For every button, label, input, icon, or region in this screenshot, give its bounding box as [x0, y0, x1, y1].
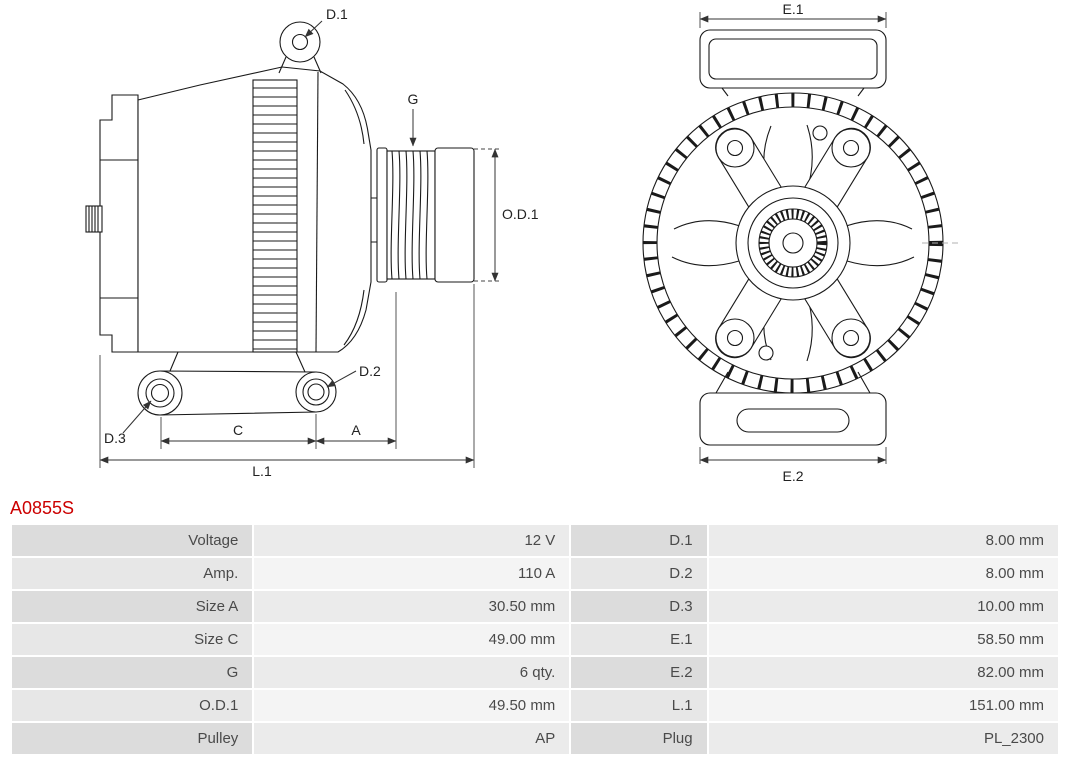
dim-label-d3: D.3 — [104, 430, 126, 446]
spec-value-cell: 151.00 mm — [708, 690, 1058, 721]
dim-label-e1: E.1 — [782, 1, 803, 17]
spec-value-cell: 49.50 mm — [254, 690, 570, 721]
top-bracket — [699, 29, 887, 89]
shaft-hub — [735, 185, 851, 301]
spec-label-cell: O.D.1 — [12, 690, 253, 721]
dim-label-e2: E.2 — [782, 468, 803, 484]
spec-label-cell: Voltage — [12, 525, 253, 556]
spec-label-cell: Size C — [12, 624, 253, 655]
rear-housing — [99, 94, 139, 353]
technical-drawing-area: D.1 G O.D.1 D.2 D.3 C A L.1 E.1 — [85, 1, 958, 484]
pulley — [376, 147, 475, 283]
leader-d1 — [304, 20, 323, 38]
bolt-hole — [812, 125, 828, 141]
dim-label-l1: L.1 — [252, 463, 272, 479]
side-view-drawing: D.1 G O.D.1 D.2 D.3 C A L.1 — [85, 6, 539, 479]
table-row: Voltage 12 V D.1 8.00 mm — [12, 525, 1058, 556]
spec-value-cell: 82.00 mm — [708, 657, 1058, 688]
spec-label-cell: Amp. — [12, 558, 253, 589]
dim-label-g: G — [408, 91, 419, 107]
alternator-diagram: D.1 G O.D.1 D.2 D.3 C A L.1 E.1 — [85, 1, 958, 484]
table-row: G 6 qty. E.2 82.00 mm — [12, 657, 1058, 688]
spec-value-cell: 58.50 mm — [708, 624, 1058, 655]
spec-table: Voltage 12 V D.1 8.00 mm Amp. 110 A D.2 … — [10, 523, 1060, 756]
bolt-hole — [758, 345, 774, 361]
part-number: A0855S — [10, 498, 75, 518]
spec-label-cell: D.1 — [571, 525, 707, 556]
spec-value-cell: 8.00 mm — [708, 525, 1058, 556]
spec-label-cell: G — [12, 657, 253, 688]
spec-label-cell: Plug — [571, 723, 707, 754]
dim-label-c: C — [233, 422, 243, 438]
spec-value-cell: 6 qty. — [254, 657, 570, 688]
table-row: Size C 49.00 mm E.1 58.50 mm — [12, 624, 1058, 655]
spec-value-cell: PL_2300 — [708, 723, 1058, 754]
spec-value-cell: 110 A — [254, 558, 570, 589]
spec-label-cell: E.1 — [571, 624, 707, 655]
spec-label-cell: L.1 — [571, 690, 707, 721]
spec-value-cell: 49.00 mm — [254, 624, 570, 655]
spec-value-cell: 10.00 mm — [708, 591, 1058, 622]
spec-label-cell: E.2 — [571, 657, 707, 688]
table-row: Size A 30.50 mm D.3 10.00 mm — [12, 591, 1058, 622]
stator-ribs — [252, 79, 298, 353]
bottom-mounting-arm — [137, 351, 337, 416]
terminal-stud — [85, 205, 103, 233]
front-view-drawing: E.1 — [642, 1, 958, 484]
dim-label-a: A — [351, 422, 361, 438]
leader-d3 — [122, 400, 152, 434]
spec-label-cell: D.3 — [571, 591, 707, 622]
spec-label-cell: Pulley — [12, 723, 253, 754]
dim-label-d2: D.2 — [359, 363, 381, 379]
dim-label-d1: D.1 — [326, 6, 348, 22]
dim-label-od1: O.D.1 — [502, 206, 539, 222]
leader-d2 — [326, 370, 357, 388]
spec-value-cell: 12 V — [254, 525, 570, 556]
spec-label-cell: Size A — [12, 591, 253, 622]
table-row: O.D.1 49.50 mm L.1 151.00 mm — [12, 690, 1058, 721]
table-row: Amp. 110 A D.2 8.00 mm — [12, 558, 1058, 589]
spec-value-cell: 30.50 mm — [254, 591, 570, 622]
spec-value-cell: AP — [254, 723, 570, 754]
table-row: Pulley AP Plug PL_2300 — [12, 723, 1058, 754]
spec-value-cell: 8.00 mm — [708, 558, 1058, 589]
bottom-slot — [736, 408, 850, 433]
spec-label-cell: D.2 — [571, 558, 707, 589]
